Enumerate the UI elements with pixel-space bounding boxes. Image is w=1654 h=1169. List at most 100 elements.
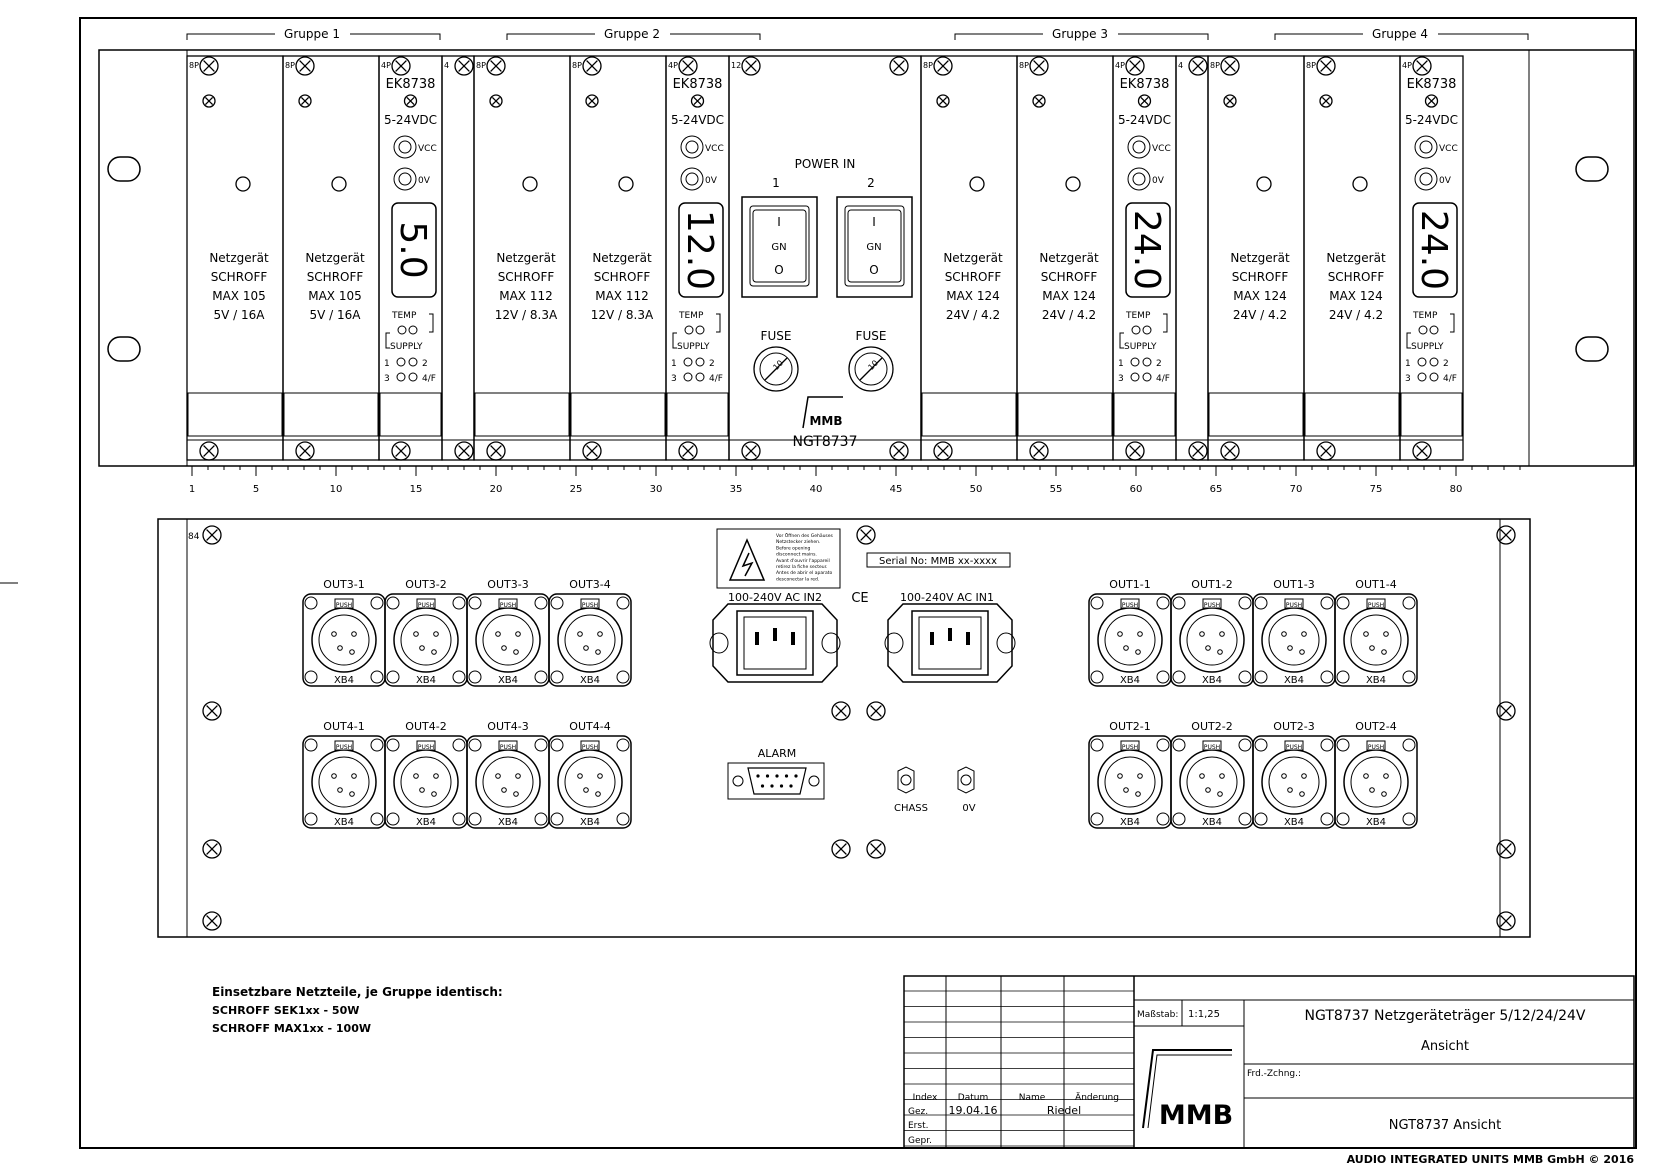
supply-led [695, 372, 705, 382]
supply-led [695, 357, 705, 367]
scale-label: 60 [1130, 484, 1143, 495]
fuse-rating: 10 [771, 358, 785, 372]
ek-model: EK8738 [386, 77, 436, 92]
vcc-jack[interactable] [680, 135, 704, 159]
push-label: PUSH [336, 602, 352, 609]
mmb-logo: MMB [1142, 1049, 1233, 1131]
led-num: 2 [1156, 359, 1162, 369]
psu-label: MAX 124 [1233, 289, 1287, 303]
rear-panel-outline [157, 518, 1531, 938]
tb-date: 19.04.16 [949, 1104, 998, 1117]
panel-screw-icon [831, 701, 851, 721]
vcc-jack[interactable] [393, 135, 417, 159]
psu-label: Netzgerät [1230, 251, 1290, 265]
push-label: PUSH [1204, 602, 1220, 609]
ek-model: EK8738 [1120, 77, 1170, 92]
psu-label: SCHROFF [307, 270, 364, 284]
psu-label: SCHROFF [945, 270, 1002, 284]
psu-label: Netzgerät [943, 251, 1003, 265]
push-label: PUSH [1286, 602, 1302, 609]
switch-number: 2 [867, 176, 875, 190]
xlr-type-label: XB4 [1202, 817, 1222, 828]
voltage-display [391, 202, 437, 298]
push-label: PUSH [1122, 602, 1138, 609]
scale-label: 80 [1450, 484, 1463, 495]
logo-text: MMB [809, 414, 842, 428]
vcc-jack[interactable] [1414, 135, 1438, 159]
rack-slot-right-bottom [1575, 336, 1609, 362]
xlr-label: OUT2-2 [1191, 720, 1232, 733]
panel-screw-icon [866, 701, 886, 721]
panel-screw-icon [1188, 56, 1208, 76]
panel-screw-icon [1029, 56, 1049, 76]
supply-led [1429, 357, 1439, 367]
ov-jack[interactable] [680, 167, 704, 191]
group-label: Gruppe 4 [1372, 27, 1428, 41]
ov-jack[interactable] [1414, 167, 1438, 191]
xlr-type-label: XB4 [498, 817, 518, 828]
psu-label: SCHROFF [498, 270, 555, 284]
alarm-connector: ALARM [727, 747, 825, 800]
xlr-group-out4: OUT4-1PUSHXB4OUT4-2PUSHXB4OUT4-3PUSHXB4O… [302, 720, 632, 829]
fuse-holder-icon[interactable]: 10 [848, 346, 894, 392]
fuse-label: FUSE [856, 329, 887, 343]
xlr-type-label: XB4 [334, 817, 354, 828]
ov-jack[interactable] [393, 167, 417, 191]
push-label: PUSH [336, 744, 352, 751]
status-led [618, 176, 634, 192]
supply-led [408, 372, 418, 382]
slot-tag: 4 [1178, 61, 1183, 70]
ek-voltage: 5-24VDC [384, 113, 437, 127]
tb-row-label: Gez. [908, 1107, 928, 1117]
status-led [969, 176, 985, 192]
xlr-label: OUT3-2 [405, 578, 446, 591]
rack-slot-left-bottom [107, 336, 141, 362]
slot-tag: 8P [285, 61, 295, 70]
xlr-label: OUT2-4 [1355, 720, 1396, 733]
supply-led [683, 372, 693, 382]
xlr-label: OUT2-1 [1109, 720, 1150, 733]
psu-label: 24V / 4.2 [1329, 308, 1383, 322]
group-label: Gruppe 2 [604, 27, 660, 41]
xlr-type-label: XB4 [416, 817, 436, 828]
vcc-label: VCC [418, 144, 437, 154]
push-label: PUSH [582, 602, 598, 609]
switch-gn: GN [866, 242, 881, 253]
fuse-label: FUSE [761, 329, 792, 343]
fuse-holder-icon[interactable]: 10 [753, 346, 799, 392]
scale-label: 45 [890, 484, 903, 495]
model-label: NGT8737 [792, 434, 857, 450]
led-num: 4/F [422, 374, 436, 384]
ov-terminal-label: 0V [962, 803, 975, 814]
iec-inlet-1 [884, 603, 1016, 683]
tb-header: Änderung [1075, 1092, 1119, 1103]
group-header-4: Gruppe 4 [1274, 27, 1529, 41]
vcc-jack[interactable] [1127, 135, 1151, 159]
temp-led [397, 325, 407, 335]
slot-tag: 4P [1115, 61, 1125, 70]
ov-jack[interactable] [1127, 167, 1151, 191]
temp-led [408, 325, 418, 335]
temp-label: TEMP [1125, 311, 1151, 321]
